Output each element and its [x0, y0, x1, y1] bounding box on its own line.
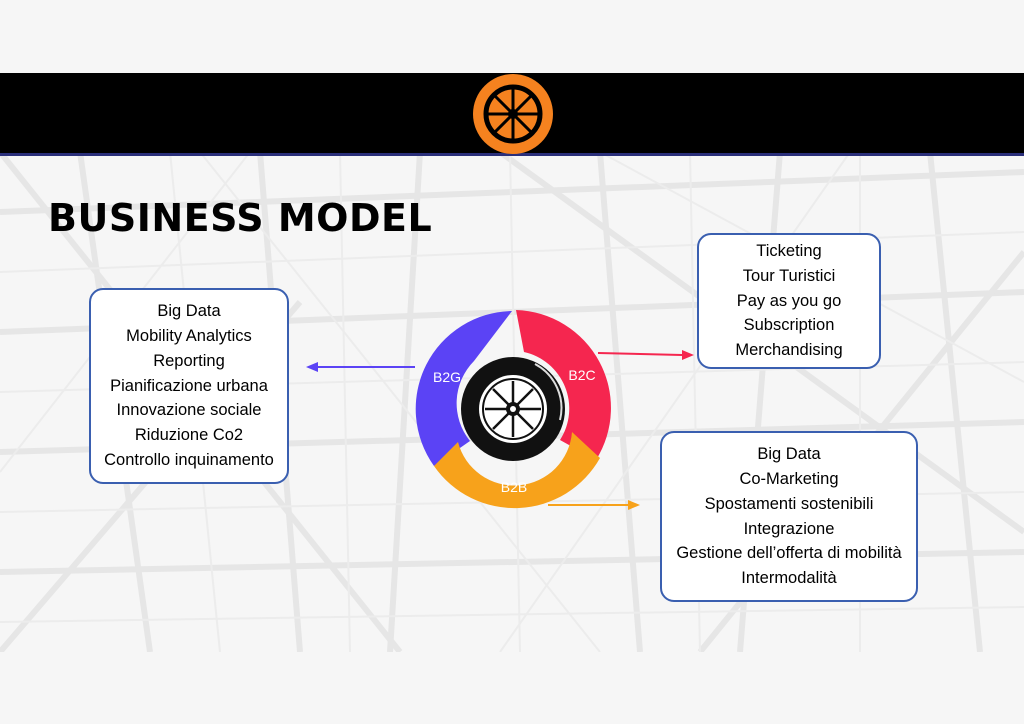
arrow-b2g: [306, 362, 415, 372]
list-item: Tour Turistici: [742, 266, 836, 285]
list-item: Reporting: [153, 351, 225, 370]
b2c-services-box: Ticketing Tour Turistici Pay as you go S…: [697, 233, 881, 369]
list-item: Big Data: [757, 445, 821, 464]
list-item: Ticketing: [756, 242, 822, 260]
list-item: Merchandising: [735, 341, 843, 360]
slide-title: BUSINESS MODEL: [48, 196, 433, 240]
arrow-b2b: [548, 500, 640, 510]
b2g-services-box: Big Data Mobility Analytics Reporting Pi…: [89, 288, 289, 484]
list-item: Spostamenti sostenibili: [704, 494, 874, 513]
list-item: Subscription: [743, 316, 835, 335]
segment-b2b: [434, 432, 600, 509]
segment-label-b2g: B2G: [433, 369, 461, 385]
list-item: Big Data: [157, 302, 221, 321]
segment-label-b2b: B2B: [501, 479, 527, 495]
segment-b2g: [415, 311, 512, 466]
segment-b2c: [516, 310, 611, 460]
list-item: Pianificazione urbana: [110, 376, 268, 395]
arrow-b2c: [597, 350, 694, 360]
list-item: Controllo inquinamento: [104, 450, 274, 469]
b2b-services-box: Big Data Co-Marketing Spostamenti sosten…: [660, 431, 918, 602]
list-item: Integrazione: [743, 519, 835, 538]
list-item: Pay as you go: [736, 291, 842, 310]
list-item: Riduzione Co2: [134, 426, 244, 445]
segment-label-b2c: B2C: [568, 367, 595, 383]
list-item: Co-Marketing: [739, 469, 839, 488]
orange-wheel-logo-icon: [473, 74, 553, 154]
list-item: Mobility Analytics: [126, 327, 252, 345]
list-item: Gestione dell’offerta di mobilità: [676, 544, 902, 563]
list-item: Intermodalità: [741, 569, 837, 588]
list-item: Innovazione sociale: [116, 401, 262, 420]
